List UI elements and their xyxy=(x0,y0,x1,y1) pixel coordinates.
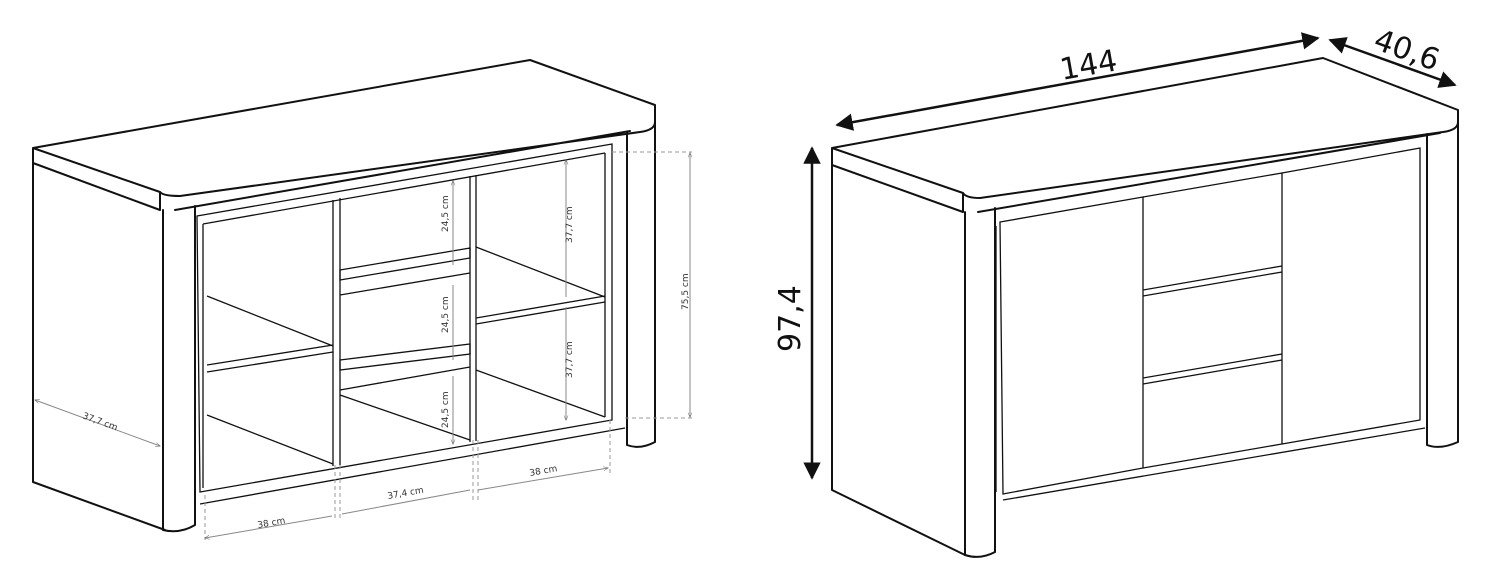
drawer-height-label-1: 24,5 cm xyxy=(441,195,451,232)
height-label: 75,5 cm xyxy=(681,273,691,310)
drawer-height-label-3: 24,5 cm xyxy=(441,391,451,428)
open-sideboard-drawing: 37,7 cm 75,5 cm 24,5 cm 24,5 cm 24,5 cm … xyxy=(32,59,692,540)
carcass-frame xyxy=(196,143,626,505)
plinth xyxy=(1002,427,1426,501)
top-slab xyxy=(32,59,656,211)
right-front-leg xyxy=(1426,121,1459,448)
depth-arrow xyxy=(1328,37,1457,88)
left-side-panel xyxy=(32,162,166,531)
closed-sideboard-drawing: 144 40,6 97,4 xyxy=(773,23,1459,558)
shelves xyxy=(206,246,606,465)
width-dimension-lines xyxy=(205,468,608,538)
top-slab xyxy=(831,57,1459,213)
left-door xyxy=(995,196,1144,495)
shelf-height-label-2: 37,7 cm xyxy=(565,341,575,378)
left-width-label: 38 cm xyxy=(257,516,286,531)
drawer-height-label-2: 24,5 cm xyxy=(441,296,451,333)
width-arrow xyxy=(835,32,1320,131)
left-side-panel xyxy=(831,164,966,556)
compartment-dividers xyxy=(332,175,477,466)
right-door xyxy=(1281,147,1421,445)
depth-label: 40,6 xyxy=(1369,23,1444,79)
left-front-leg xyxy=(162,205,196,533)
depth-label: 37,7 cm xyxy=(81,411,119,433)
drawer-rails xyxy=(339,247,471,391)
width-label: 144 xyxy=(1057,43,1119,87)
drawer-fronts xyxy=(1142,172,1283,469)
shelf-height-label-1: 37,7 cm xyxy=(565,206,575,243)
right-width-label: 38 cm xyxy=(529,464,558,479)
right-front-leg xyxy=(626,119,656,448)
left-front-leg xyxy=(964,207,996,558)
height-label: 97,4 xyxy=(773,285,808,352)
depth-dimension-line xyxy=(35,400,160,446)
